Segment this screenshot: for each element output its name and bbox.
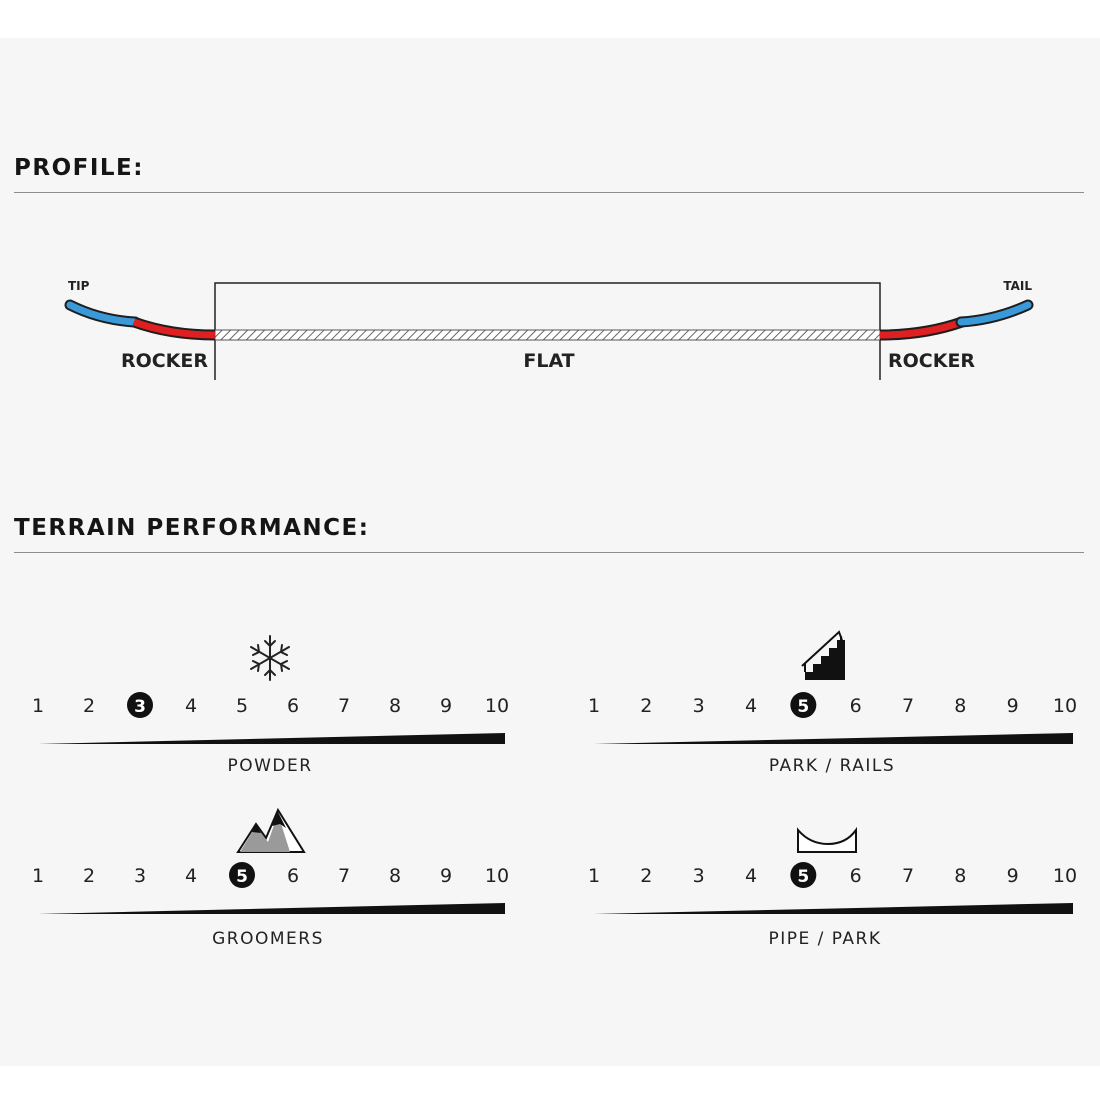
selected-rating-marker	[229, 862, 255, 888]
rocker-right-label: ROCKER	[888, 350, 975, 372]
scale-number: 3	[134, 865, 146, 887]
terrain-title: TERRAIN PERFORMANCE:	[14, 515, 370, 541]
scale-number: 3	[693, 865, 705, 887]
scale-number: 10	[485, 865, 509, 887]
scale-number: 1	[32, 865, 44, 887]
scale-number: 7	[902, 865, 914, 887]
scale-number: 1	[588, 695, 600, 717]
scale-number-selected: 5	[797, 867, 809, 887]
scale-wedge-bar	[594, 733, 1073, 744]
scale-number-selected: 3	[134, 697, 146, 717]
snowflake-icon	[250, 635, 290, 681]
scale-number-selected: 5	[236, 867, 248, 887]
scale-number: 6	[850, 695, 862, 717]
scale-number: 8	[389, 695, 401, 717]
category-label: PIPE / PARK	[768, 929, 881, 949]
tip-rocker-blue	[66, 301, 139, 326]
scale-number: 10	[1053, 865, 1077, 887]
profile-title: PROFILE:	[14, 155, 144, 181]
flat-label: FLAT	[523, 350, 574, 372]
scale-number: 10	[1053, 695, 1077, 717]
tail-rocker-red	[879, 318, 964, 339]
category-label: PARK / RAILS	[769, 756, 895, 776]
scale-number: 4	[745, 695, 757, 717]
scale-number: 2	[83, 695, 95, 717]
scale-number: 2	[83, 865, 95, 887]
scale-number: 8	[389, 865, 401, 887]
scale-wedge-bar	[38, 733, 505, 744]
tail-label: TAIL	[1003, 279, 1032, 293]
scale-number: 7	[338, 695, 350, 717]
scale-number: 9	[440, 865, 452, 887]
selected-rating-marker	[790, 692, 817, 718]
scale-wedge-bar	[594, 903, 1073, 914]
scale-number: 2	[640, 865, 652, 887]
profile-divider	[14, 192, 1084, 193]
scale-number: 4	[185, 695, 197, 717]
scale-number: 7	[338, 865, 350, 887]
tail-rocker-blue	[957, 301, 1032, 326]
halfpipe-icon	[797, 826, 857, 853]
scale-wedge-bar	[38, 903, 505, 914]
scale-number: 5	[236, 695, 248, 717]
scale-number: 6	[850, 865, 862, 887]
stairs-rail-icon	[801, 630, 845, 680]
selected-rating-marker	[790, 862, 817, 888]
rocker-left-label: ROCKER	[121, 350, 208, 372]
category-label: POWDER	[227, 756, 312, 776]
scale-number: 1	[32, 695, 44, 717]
scale-number-selected: 5	[797, 697, 809, 717]
scale-number: 9	[1007, 865, 1019, 887]
tip-label: TIP	[68, 279, 90, 293]
scale-number: 3	[693, 695, 705, 717]
scale-number: 9	[1007, 695, 1019, 717]
scale-number: 6	[287, 865, 299, 887]
scale-number: 7	[902, 695, 914, 717]
scale-number: 8	[954, 865, 966, 887]
tip-rocker-red	[132, 318, 216, 339]
mountains-icon	[236, 807, 306, 853]
terrain-divider	[14, 552, 1084, 553]
scale-number: 2	[640, 695, 652, 717]
scale-number: 6	[287, 695, 299, 717]
scale-number: 9	[440, 695, 452, 717]
scale-number: 1	[588, 865, 600, 887]
scale-number: 4	[745, 865, 757, 887]
category-label: GROOMERS	[212, 929, 324, 949]
selected-rating-marker	[127, 692, 153, 718]
scale-number: 10	[485, 695, 509, 717]
scale-number: 8	[954, 695, 966, 717]
scale-number: 4	[185, 865, 197, 887]
